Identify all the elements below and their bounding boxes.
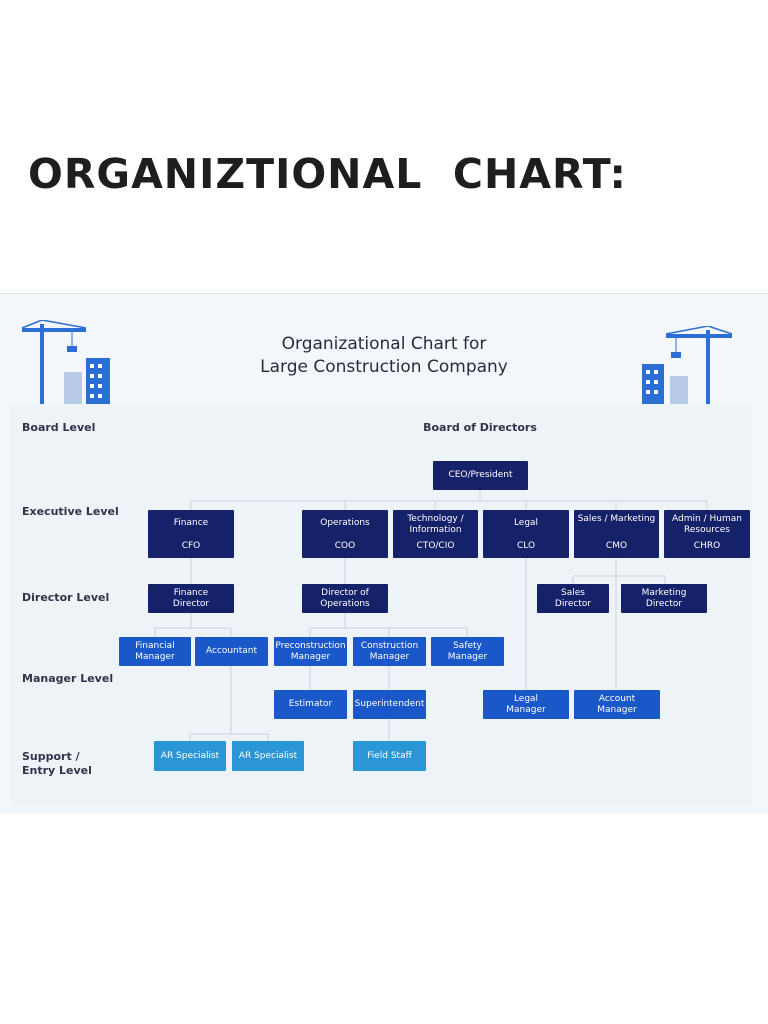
support-label: Field Staff: [367, 750, 412, 761]
director-label: Marketing Director: [641, 587, 687, 609]
exec-dept: Technology / Information: [407, 514, 464, 535]
exec-box-operations: Operations COO: [302, 510, 388, 558]
exec-role: COO: [334, 541, 356, 551]
support-label: AR Specialist: [238, 750, 298, 761]
exec-box-admin-hr: Admin / Human Resources CHRO: [664, 510, 750, 558]
director-box-marketing: Marketing Director: [621, 584, 707, 613]
manager-label: Superintendent: [354, 699, 425, 709]
chart-title-line2: Large Construction Company: [260, 357, 508, 377]
manager-box-superintendent: Superintendent: [353, 690, 426, 719]
manager-label: Account Manager: [597, 693, 637, 715]
ceo-box: CEO/President: [433, 461, 528, 490]
manager-box-construction: Construction Manager: [353, 637, 426, 666]
manager-box-account: Account Manager: [574, 690, 660, 719]
manager-label: Financial Manager: [135, 640, 175, 662]
connector-lines: [154, 490, 708, 741]
exec-role: CHRO: [693, 541, 721, 551]
manager-label: Preconstruction Manager: [275, 640, 346, 662]
exec-box-legal: Legal CLO: [483, 510, 569, 558]
ceo-label: CEO/President: [448, 470, 513, 480]
crane-right-icon: [642, 326, 733, 404]
level-label-support-line2: Entry Level: [22, 764, 92, 777]
director-label: Sales Director: [554, 587, 592, 609]
exec-dept: Finance: [173, 518, 209, 528]
manager-label: Accountant: [205, 646, 258, 656]
slide-title: ORGANIZTIONAL CHART:: [28, 150, 627, 198]
exec-dept: Sales / Marketing: [577, 514, 656, 524]
level-label-support: Support / Entry Level: [22, 750, 92, 778]
manager-box-preconstruction: Preconstruction Manager: [274, 637, 347, 666]
level-label-manager: Manager Level: [22, 672, 114, 685]
level-label-board: Board Level: [22, 421, 96, 434]
manager-box-legal: Legal Manager: [483, 690, 569, 719]
exec-box-finance: Finance CFO: [148, 510, 234, 558]
manager-label: Safety Manager: [447, 640, 488, 662]
manager-label: Construction Manager: [360, 640, 419, 662]
exec-role: CFO: [181, 541, 201, 551]
manager-box-financial: Financial Manager: [119, 637, 191, 666]
director-box-finance: Finance Director: [148, 584, 234, 613]
exec-dept: Admin / Human Resources: [672, 514, 742, 535]
manager-label: Legal Manager: [506, 693, 546, 715]
org-chart: Organizational Chart for Large Construct…: [0, 293, 768, 814]
director-box-operations: Director of Operations: [302, 584, 388, 613]
level-label-support-line1: Support /: [22, 750, 80, 763]
exec-role: CMO: [605, 541, 628, 551]
chart-title-line1: Organizational Chart for: [281, 334, 487, 354]
director-label: Finance Director: [172, 587, 210, 609]
director-box-sales: Sales Director: [537, 584, 609, 613]
support-box-field-staff: Field Staff: [353, 741, 426, 771]
support-label: AR Specialist: [160, 750, 220, 761]
director-label: Director of Operations: [320, 587, 370, 609]
manager-box-safety: Safety Manager: [431, 637, 504, 666]
exec-dept: Operations: [320, 518, 370, 528]
level-label-executive: Executive Level: [22, 505, 119, 518]
exec-role: CTO/CIO: [416, 541, 455, 551]
exec-box-sales-marketing: Sales / Marketing CMO: [574, 510, 659, 558]
crane-left-icon: [21, 320, 110, 404]
manager-label: Estimator: [288, 699, 333, 709]
support-box-ar-specialist-2: AR Specialist: [232, 741, 304, 771]
level-label-director: Director Level: [22, 591, 110, 604]
manager-box-accountant: Accountant: [195, 637, 268, 666]
board-of-directors: Board of Directors: [423, 421, 537, 434]
exec-dept: Legal: [513, 518, 539, 528]
exec-box-technology: Technology / Information CTO/CIO: [393, 510, 478, 558]
exec-role: CLO: [516, 541, 536, 551]
support-box-ar-specialist-1: AR Specialist: [154, 741, 226, 771]
manager-box-estimator: Estimator: [274, 690, 347, 719]
